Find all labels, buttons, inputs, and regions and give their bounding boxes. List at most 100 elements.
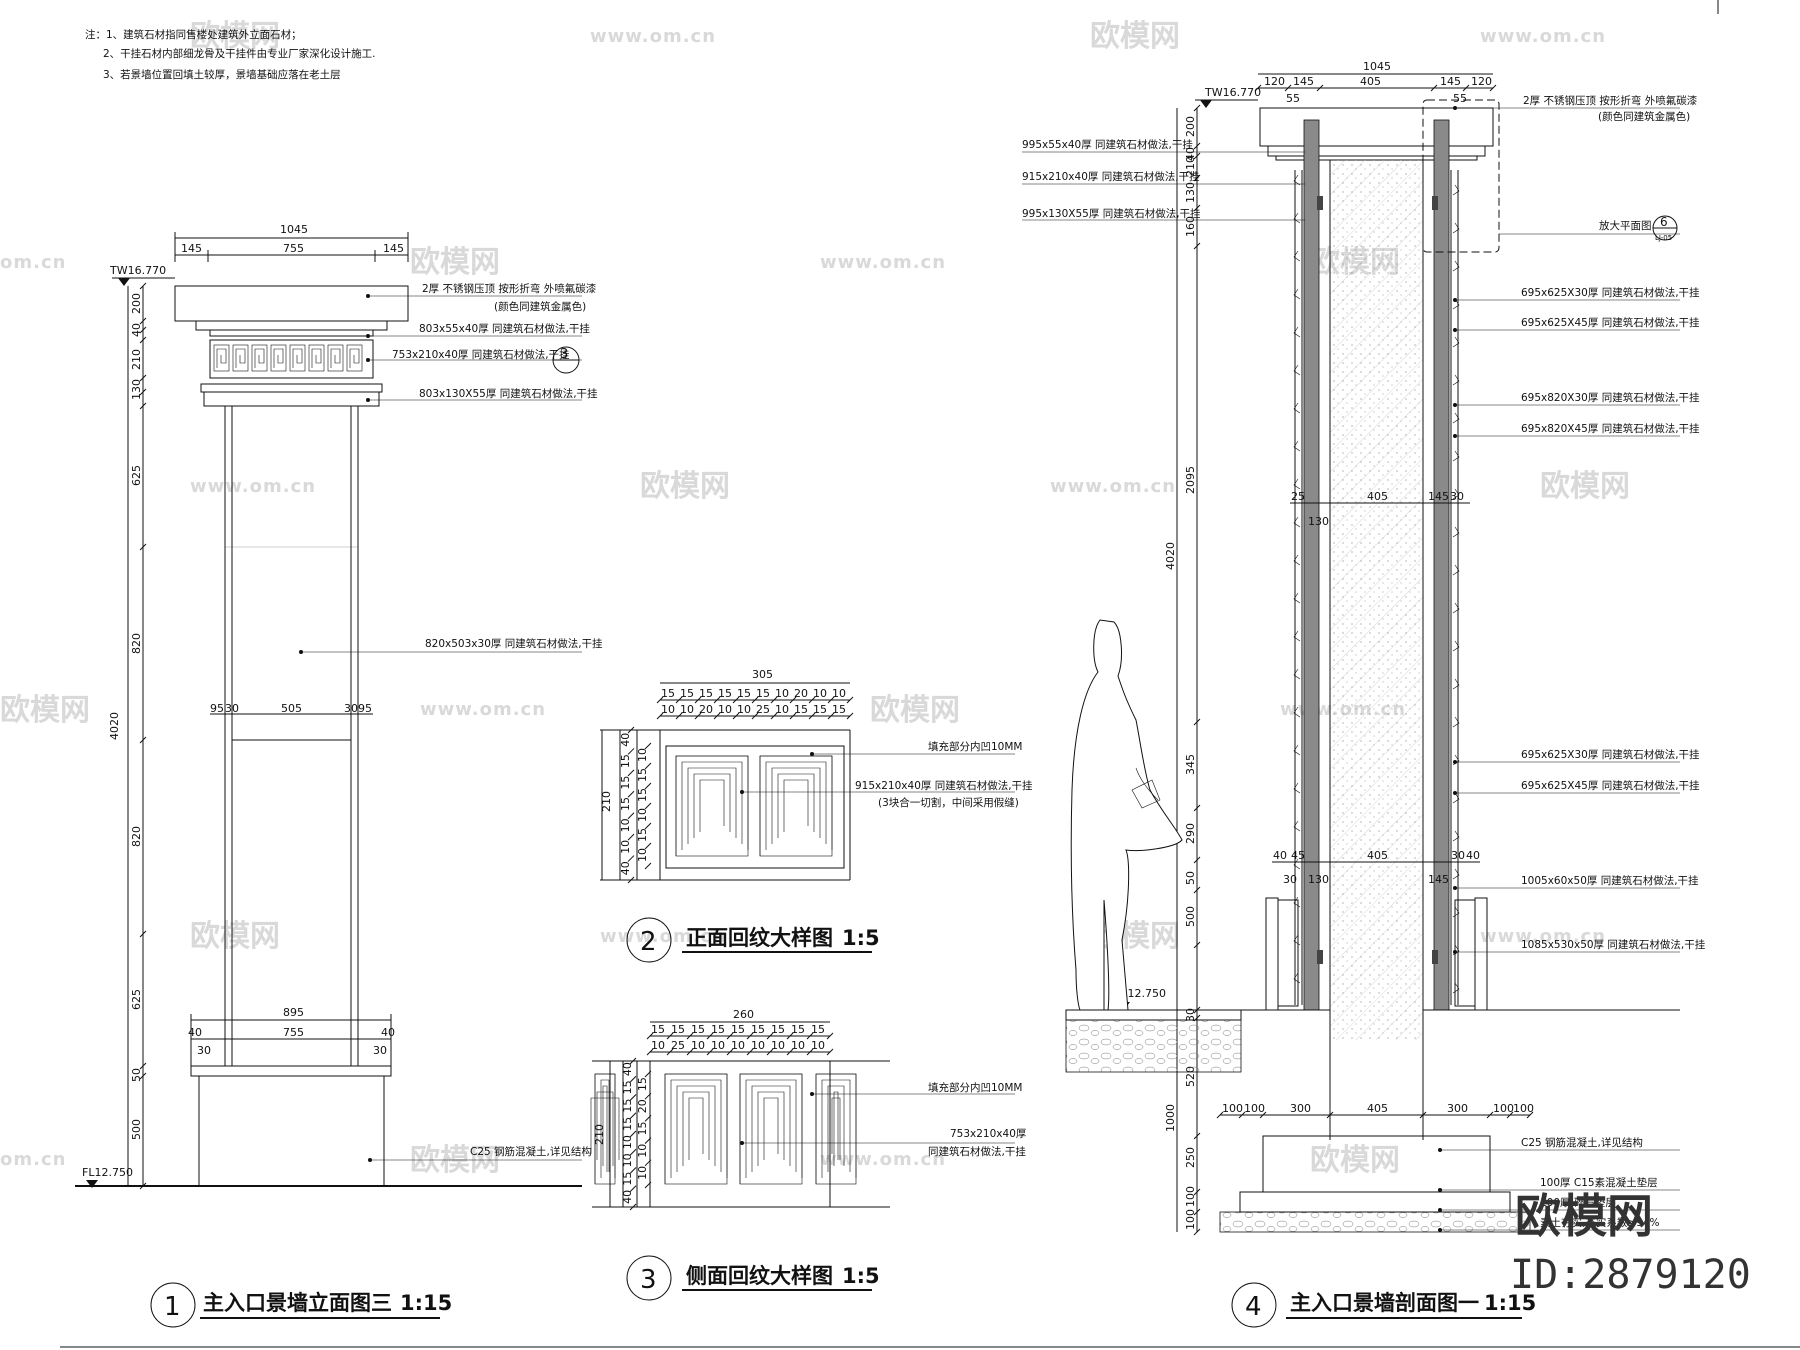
det3-top-dim: 15 <box>731 1023 745 1036</box>
elev-fl-level: FL12.750 <box>82 1166 133 1179</box>
sect-right-label: 695x625X30厚 同建筑石材做法,干挂 <box>1521 286 1700 299</box>
watermark-url: www.om.cn <box>590 26 716 47</box>
site-logo: 欧模网 ID:2879120 <box>1510 1189 1751 1298</box>
det3-top-dim: 15 <box>811 1023 825 1036</box>
elevation-view: 1045 145 755 145 TW16.770 20040210130625… <box>75 223 603 1190</box>
elev-vdim: 40 <box>130 323 143 337</box>
sect-found-sub-1: 250 <box>1184 1147 1197 1168</box>
watermark-brand: 欧模网 <box>640 469 730 504</box>
det3-width: 260 <box>733 1008 754 1021</box>
det2-left-dim: 15 <box>636 768 649 782</box>
sect-found-sub-2: 100 <box>1184 1186 1197 1207</box>
elev-vdim: 625 <box>130 989 143 1010</box>
det2-top-dim: 10 <box>813 687 827 700</box>
elev-label-strip: 803x55x40厚 同建筑石材做法,干挂 <box>419 322 590 335</box>
det3-top-dim: 10 <box>711 1039 725 1052</box>
sect-cap-small-2: 55 <box>1453 92 1467 105</box>
det3-left-dim: 15 <box>621 1099 634 1113</box>
det3-top-dim: 25 <box>671 1039 685 1052</box>
det2-top-dim: 10 <box>775 703 789 716</box>
elev-vdim: 130 <box>130 379 143 400</box>
sect-vdim: 130 <box>1184 182 1197 203</box>
det2-top-dim: 15 <box>794 703 808 716</box>
sect-mid1-4: 30 <box>1450 490 1464 503</box>
det2-title: 正面回纹大样图 <box>686 926 833 950</box>
elev-base-dim: 895 <box>283 1006 304 1019</box>
sect-right-label: 2厚 不锈钢压顶 按形折弯 外喷氟碳漆 <box>1523 94 1698 107</box>
sect-cap-small-1: 55 <box>1286 92 1300 105</box>
det2-top-dim: 15 <box>813 703 827 716</box>
det2-left-total: 210 <box>600 791 613 812</box>
sect-foot-dim: 100 <box>1493 1102 1514 1115</box>
det2-left-dim: 10 <box>619 818 632 832</box>
det2-label-stone: 915x210x40厚 同建筑石材做法,干挂 <box>855 779 1033 792</box>
sect-left-label-3: 995x130X55厚 同建筑石材做法,干挂 <box>1022 207 1201 220</box>
det2-top-dim: 15 <box>832 703 846 716</box>
det3-left-dim: 10 <box>636 1144 649 1158</box>
note-2: 2、干挂石材内部细龙骨及干挂件由专业厂家深化设计施工. <box>103 47 376 60</box>
sect-mid2-2: 45 <box>1291 849 1305 862</box>
det3-left-dim: 15 <box>621 1080 634 1094</box>
watermark-url: www.om.cn <box>820 252 946 273</box>
elev-mid-1: 95 <box>210 702 224 715</box>
sect-vdim: 160 <box>1184 216 1197 237</box>
det3-top-dim: 10 <box>811 1039 825 1052</box>
det3-title: 侧面回纹大样图 <box>686 1264 833 1288</box>
watermark-brand: 欧模网 <box>190 19 280 54</box>
det2-top-dim: 20 <box>699 703 713 716</box>
det2-left-dim: 40 <box>619 733 632 747</box>
elev-top-sub-2: 755 <box>283 242 304 255</box>
sect-vdim: 30 <box>1184 1008 1197 1022</box>
det3-top-dim: 15 <box>771 1023 785 1036</box>
watermark-brand: 欧模网 <box>1310 1143 1400 1178</box>
watermark-brand: 欧模网 <box>410 245 500 280</box>
det2-top-dim: 15 <box>680 687 694 700</box>
elev-top-dim: 1045 <box>280 223 308 236</box>
elev-base-sub2-2: 30 <box>373 1044 387 1057</box>
det3-top-dim: 10 <box>771 1039 785 1052</box>
det3-top-dim: 10 <box>751 1039 765 1052</box>
elev-mid-2: 30 <box>225 702 239 715</box>
det3-top-dim: 10 <box>651 1039 665 1052</box>
watermark-url: om.cn <box>0 1149 66 1170</box>
sect-total-dim: 4020 <box>1164 542 1177 570</box>
sect-title: 4 主入口景墙剖面图一 1:15 <box>1231 1282 1536 1328</box>
det3-top-dim: 10 <box>731 1039 745 1052</box>
sect-top-sub: 120 <box>1471 75 1492 88</box>
sect-right-label: 100厚 碎石垫层 <box>1540 1196 1616 1209</box>
sect-mid2-3: 30 <box>1283 873 1297 886</box>
elev-vdim: 50 <box>130 1068 143 1082</box>
sect-mid2-6: 40 <box>1466 849 1480 862</box>
elev-top-sub-1: 145 <box>181 242 202 255</box>
sect-right-label: 100厚 C15素混凝土垫层 <box>1540 1176 1658 1189</box>
det3-left-dim: 20 <box>636 1099 649 1113</box>
det2-top-dim: 10 <box>737 703 751 716</box>
elev-base-sub-2: 755 <box>283 1026 304 1039</box>
sect-left-label-2: 915x210x40厚 同建筑石材做法,干挂 <box>1022 170 1200 183</box>
watermark-brand: 欧模网 <box>0 693 90 728</box>
watermark-brand: 欧模网 <box>1090 19 1180 54</box>
det3-left-dim: 15 <box>621 1172 634 1186</box>
elev-tw-level: TW16.770 <box>109 264 166 277</box>
sect-vdim: 290 <box>1184 823 1197 844</box>
elev-title-num: 1 <box>164 1292 181 1322</box>
elev-top-sub-3: 145 <box>383 242 404 255</box>
sect-vdim: 500 <box>1184 906 1197 927</box>
elev-title-text: 主入口景墙立面图三 <box>203 1291 392 1315</box>
det2-top-dim: 10 <box>775 687 789 700</box>
sect-vdim: 40 <box>1184 147 1197 161</box>
sect-mid1-2: 405 <box>1367 490 1388 503</box>
det3-title-num: 3 <box>640 1265 657 1295</box>
note-1: 注：1、建筑石材指同售楼处建筑外立面石材； <box>85 28 302 41</box>
det2-title-scale: 1:5 <box>842 926 880 950</box>
elev-title-scale: 1:15 <box>400 1291 452 1315</box>
elev-total-dim: 4020 <box>108 712 121 740</box>
sect-right-label: 1085x530x50厚 同建筑石材做法,干挂 <box>1521 938 1706 951</box>
det2-left-dim: 10 <box>619 840 632 854</box>
sect-right-label: 素土夯实,夯实系数≥94% <box>1540 1216 1659 1229</box>
det3-label-stone: 753x210x40厚 <box>950 1128 1027 1140</box>
sect-title-text: 主入口景墙剖面图一 <box>1290 1291 1479 1315</box>
sect-right-label: C25 钢筋混凝土,详见结构 <box>1521 1136 1643 1149</box>
elev-mid-3: 505 <box>281 702 302 715</box>
